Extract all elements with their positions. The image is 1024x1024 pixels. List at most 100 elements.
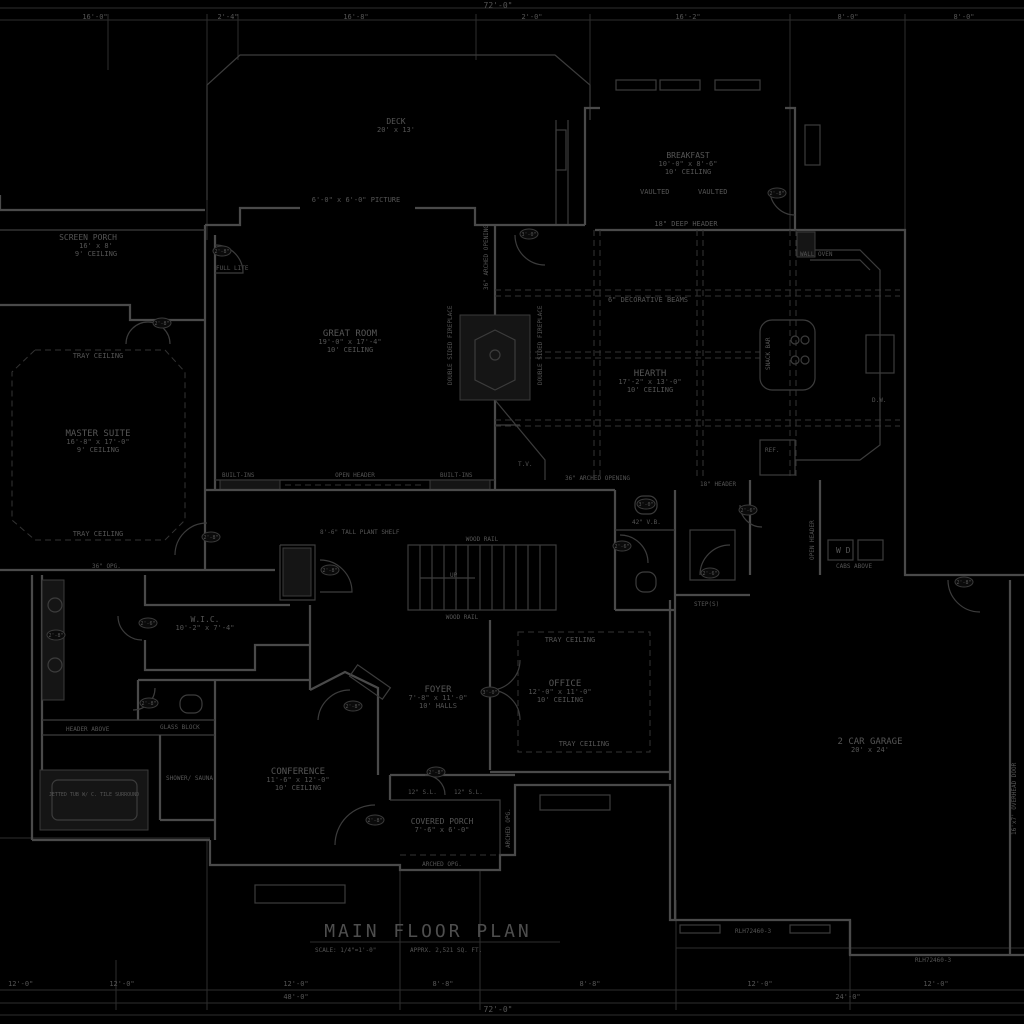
door-swings xyxy=(117,189,981,846)
built-ins-label-2: BUILT-INS xyxy=(440,472,473,479)
dim-top-4: 2'-0" xyxy=(521,13,542,21)
arched-opg-label: ARCHED OPG. xyxy=(422,861,462,868)
dim-top-7: 8'-0" xyxy=(953,13,974,21)
exterior-walls xyxy=(0,106,1024,957)
tray-ceiling-master-bottom: TRAY CEILING xyxy=(73,530,124,538)
overhead-door-label: 16'x7' OVERHEAD DOOR xyxy=(1011,762,1018,835)
conference-name: CONFERENCE xyxy=(271,767,325,777)
master-suite-size: 16'-8" x 17'-0" xyxy=(66,438,129,446)
master-suite-ceiling: 9' CEILING xyxy=(77,446,119,454)
dim-bot-1: 12'-0" xyxy=(8,980,33,988)
door-size-tag: 3'-0" xyxy=(521,232,536,238)
master-tray-ceiling xyxy=(11,349,186,541)
hearth-name: HEARTH xyxy=(634,369,667,379)
breakfast-name: BREAKFAST xyxy=(666,151,710,160)
sidelight-label-2: 12" S.L. xyxy=(454,789,483,796)
door-size-tag: 2'-8" xyxy=(956,580,971,586)
door-size-tag: 2'-8" xyxy=(203,535,218,541)
great-room-ceiling: 10' CEILING xyxy=(327,346,373,354)
breakfast-windows xyxy=(555,79,821,171)
dim-bot-sub-2: 24'-0" xyxy=(835,993,860,1001)
wic-name: W.I.C. xyxy=(191,615,220,624)
breakfast-ceiling: 10' CEILING xyxy=(665,168,711,176)
arched-opg-vertical: ARCHED OPG. xyxy=(505,808,512,848)
dim-top-5: 16'-2" xyxy=(675,13,700,21)
window-code-2: RLH72460-3 xyxy=(915,957,952,964)
wood-rail-label-1: WOOD RAIL xyxy=(466,536,499,543)
plant-shelf-label: 8'-6" TALL PLANT SHELF xyxy=(320,529,400,536)
great-room-name: GREAT ROOM xyxy=(323,329,378,339)
foyer-walls xyxy=(215,605,515,800)
full-lite-label: FULL LITE xyxy=(216,265,249,272)
door-tags: 2'-8" 2'-8" 3'-0" 2'-8" 2'-8" 2'-6" 2'-6… xyxy=(46,187,974,826)
decorative-beam-grid xyxy=(495,230,900,480)
staircase xyxy=(407,544,557,611)
foyer-name: FOYER xyxy=(424,685,452,695)
wic-size: 10'-2" x 7'-4" xyxy=(175,624,234,632)
door-size-tag: 2'-8" xyxy=(154,321,169,327)
vaulted-label-1: VAULTED xyxy=(640,188,670,196)
stair-up-label: UP xyxy=(450,572,458,579)
door-size-tag: 2'-8" xyxy=(428,770,443,776)
great-room-size: 19'-0" x 17'-4" xyxy=(318,338,381,346)
decorative-beams-label: 6" DECORATIVE BEAMS xyxy=(608,296,688,304)
door-size-tag: 2'-8" xyxy=(769,191,784,197)
office-size: 12'-0" x 11'-0" xyxy=(528,688,591,696)
dim-top-2: 2'-4" xyxy=(217,13,238,21)
door-size-tag: 2'-8" xyxy=(141,701,156,707)
built-ins-label-1: BUILT-INS xyxy=(222,472,255,479)
door-size-tag: 2'-6" xyxy=(740,508,755,514)
wall-oven-label: WALL OVEN xyxy=(800,251,833,258)
screen-porch-name: SCREEN PORCH xyxy=(59,233,117,242)
office-ceiling: 10' CEILING xyxy=(537,696,583,704)
jetted-tub-label: JETTED TUB W/ C. TILE SURROUND xyxy=(49,792,139,798)
shower-label: SHOWER/ SAUNA xyxy=(166,775,213,782)
dim-top-6: 8'-0" xyxy=(837,13,858,21)
dim-bot-5: 8'-8" xyxy=(579,980,600,988)
glass-block-label: GLASS BLOCK xyxy=(160,724,200,731)
dw-label: D.W. xyxy=(872,397,886,404)
double-fp-label-1: DOUBLE SIDED FIREPLACE xyxy=(447,305,454,385)
vaulted-label-2: VAULTED xyxy=(698,188,728,196)
open-header-vertical: OPEN HEADER xyxy=(809,520,816,560)
dim-top-3: 16'-8" xyxy=(343,13,368,21)
hearth-ceiling: 10' CEILING xyxy=(627,386,673,394)
deep-header-label: 18" DEEP HEADER xyxy=(654,220,718,228)
deck-size: 20' x 13' xyxy=(377,126,415,134)
foyer-size: 7'-8" x 11'-0" xyxy=(408,694,467,702)
arched-opening-vertical: 36" ARCHED OPENING xyxy=(483,225,490,290)
garage-size: 20' x 24' xyxy=(851,746,889,754)
tv-label: T.V. xyxy=(518,461,532,468)
dim-overall-bottom: 72'-0" xyxy=(484,1005,513,1014)
covered-porch-name: COVERED PORCH xyxy=(411,817,474,826)
tray-ceiling-master-top: TRAY CEILING xyxy=(73,352,124,360)
plan-scale: SCALE: 1/4"=1'-0" xyxy=(315,947,376,954)
dim-top-1: 16'-0" xyxy=(82,13,107,21)
door-size-tag: 2'-8" xyxy=(345,704,360,710)
door-size-tag: 2'-6" xyxy=(140,621,155,627)
arched-opening-label: 36" ARCHED OPENING xyxy=(565,475,630,482)
breakfast-size: 10'-0" x 8'-6" xyxy=(658,160,717,168)
powder-laundry-walls xyxy=(613,480,884,612)
door-size-tag: 2'-8" xyxy=(214,249,229,255)
conference-size: 11'-6" x 12'-0" xyxy=(266,776,329,784)
garage-name: 2 CAR GARAGE xyxy=(837,737,902,747)
door-size-tag: 3'-0" xyxy=(638,502,653,508)
tray-ceiling-office-bottom: TRAY CEILING xyxy=(559,740,610,748)
dim-bot-sub-1: 48'-0" xyxy=(283,993,308,1001)
washer-dryer-label: W D xyxy=(836,546,851,555)
window-code-1: RLH72460-3 xyxy=(735,928,772,935)
wood-rail-label-2: WOOD RAIL xyxy=(446,614,479,621)
double-sided-fireplace xyxy=(459,314,546,480)
tray-ceiling-office-top: TRAY CEILING xyxy=(545,636,596,644)
picture-window-label: 6'-0" x 6'-0" PICTURE xyxy=(312,196,401,204)
door-size-tag: 3'-0" xyxy=(482,690,497,696)
screen-porch-size: 16' x 8' xyxy=(79,242,113,250)
master-suite-name: MASTER SUITE xyxy=(65,429,130,439)
dim-bot-2: 12'-0" xyxy=(109,980,134,988)
dim-bot-4: 8'-8" xyxy=(432,980,453,988)
dim-overall-top: 72'-0" xyxy=(484,1,513,10)
conference-ceiling: 10' CEILING xyxy=(275,784,321,792)
dimension-lines xyxy=(0,7,1024,1016)
